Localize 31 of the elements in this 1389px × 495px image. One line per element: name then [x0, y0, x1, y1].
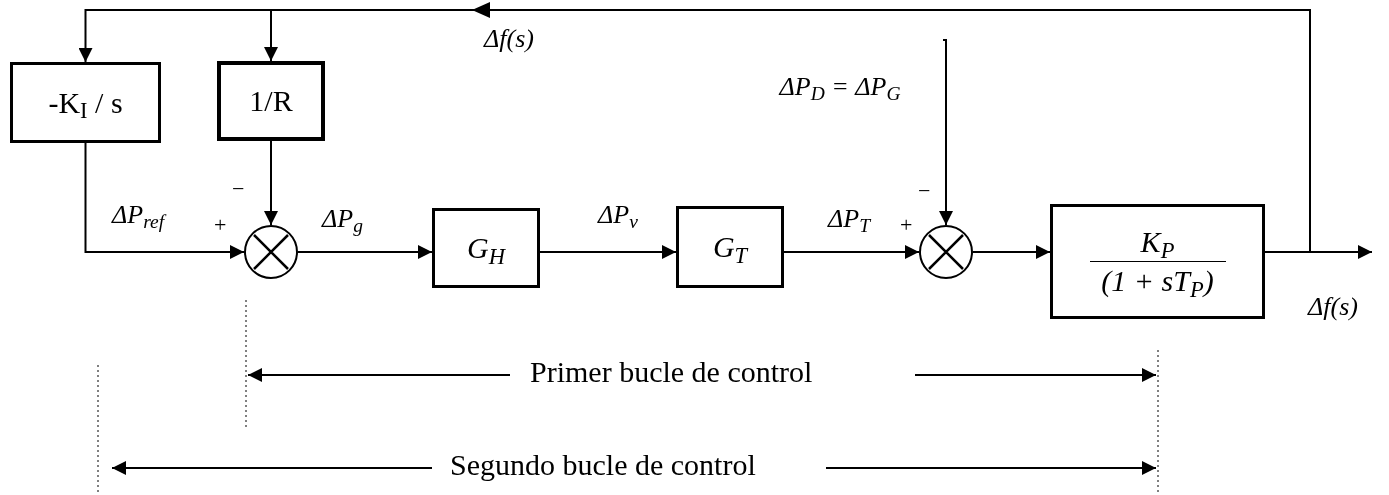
transfer-function-block	[217, 61, 325, 141]
block-label: G$_{H}$	[467, 233, 505, 263]
sign-label: +	[214, 214, 227, 236]
edge-label: Δf(s)	[1306, 294, 1360, 320]
block-label: 1/R	[249, 86, 293, 116]
loop-label: Segundo bucle de control	[450, 450, 756, 480]
loop-label: Primer bucle de control	[530, 357, 813, 387]
denominator: (1 + sT$_{P}$)	[1101, 266, 1214, 296]
arrow	[972, 245, 1051, 259]
transfer-function-block	[676, 206, 784, 288]
summing-junction	[919, 225, 973, 279]
numerator: K$_{P}$	[1140, 227, 1175, 257]
arrow	[264, 9, 1311, 253]
sign-label: −	[232, 178, 245, 200]
transfer-function-block	[1050, 204, 1265, 319]
summing-junction	[244, 225, 298, 279]
block-label: G$_{T}$	[712, 232, 748, 262]
arrow	[939, 39, 953, 226]
sign-label: +	[900, 214, 913, 236]
arrow	[539, 245, 677, 259]
sign-label: −	[918, 180, 931, 202]
edge-label: Δf(s)	[482, 26, 536, 52]
arrow	[783, 245, 920, 259]
block-label: ΔP$_{D}$ = ΔP$_{G}$	[779, 74, 901, 100]
transfer-function-block	[10, 62, 161, 143]
arrow	[297, 245, 433, 259]
transfer-function-block	[432, 208, 540, 288]
arrow	[84, 142, 245, 259]
arrow	[1264, 245, 1373, 259]
arrow	[264, 140, 278, 226]
block-label: -K$_{I}$ / s	[48, 87, 123, 118]
